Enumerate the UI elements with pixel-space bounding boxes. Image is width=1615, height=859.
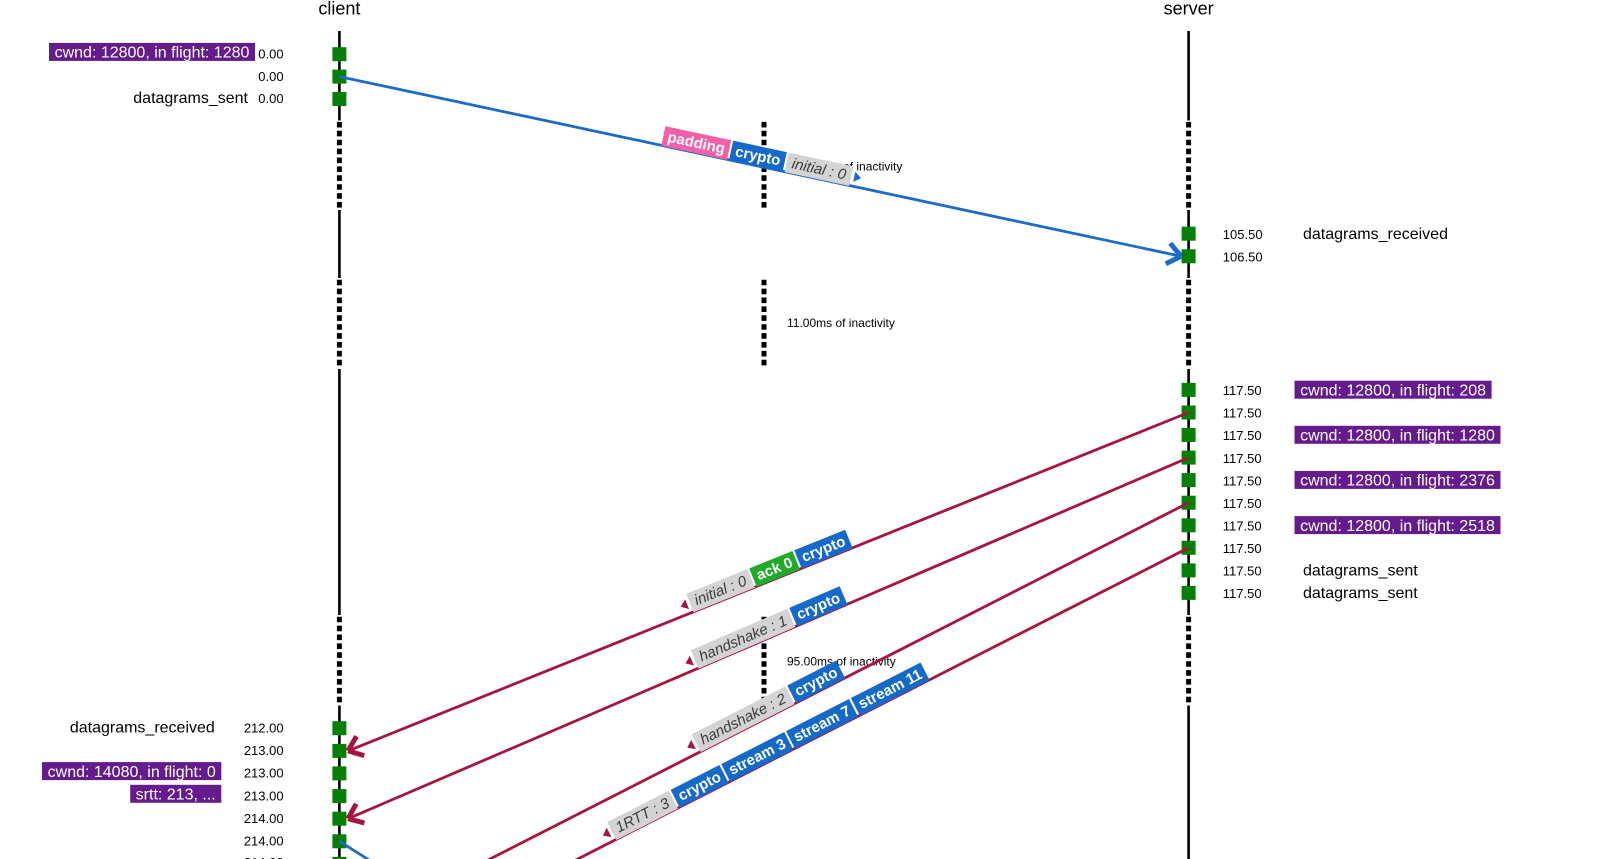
svg-text:117.50: 117.50 [1223,496,1262,511]
svg-text:srtt: 213, ...: srtt: 213, ... [136,787,216,804]
svg-text:0.00: 0.00 [258,69,283,84]
svg-text:213.00: 213.00 [244,766,284,781]
svg-text:214.00: 214.00 [244,811,284,826]
svg-text:server: server [1164,0,1214,18]
svg-text:117.50: 117.50 [1223,586,1262,601]
svg-text:117.50: 117.50 [1223,428,1262,443]
svg-text:105.50: 105.50 [1223,227,1263,242]
svg-text:cwnd: 14080, in flight: 0: cwnd: 14080, in flight: 0 [48,764,216,781]
svg-text:117.50: 117.50 [1223,519,1262,534]
svg-text:datagrams_sent: datagrams_sent [1303,585,1418,602]
svg-text:cwnd: 12800, in flight: 2518: cwnd: 12800, in flight: 2518 [1300,518,1495,535]
svg-text:client: client [318,0,360,18]
svg-text:212.00: 212.00 [244,720,284,735]
svg-text:117.50: 117.50 [1223,564,1262,579]
svg-text:0.00: 0.00 [258,91,283,106]
svg-text:0.00: 0.00 [258,46,283,61]
svg-text:117.50: 117.50 [1223,541,1262,556]
svg-text:106.50: 106.50 [1223,250,1263,265]
svg-text:117.50: 117.50 [1223,383,1262,398]
svg-text:214.00: 214.00 [244,855,284,859]
svg-text:213.00: 213.00 [244,743,284,758]
svg-text:datagrams_received: datagrams_received [1303,226,1448,243]
svg-text:cwnd: 12800, in flight: 208: cwnd: 12800, in flight: 208 [1300,382,1486,399]
svg-text:datagrams_sent: datagrams_sent [1303,563,1418,580]
svg-text:cwnd: 12800, in flight: 1280: cwnd: 12800, in flight: 1280 [55,45,250,62]
svg-text:117.50: 117.50 [1223,451,1262,466]
svg-text:213.00: 213.00 [244,788,284,803]
svg-text:214.00: 214.00 [244,834,284,849]
svg-text:cwnd: 12800, in flight: 2376: cwnd: 12800, in flight: 2376 [1300,473,1495,490]
svg-text:datagrams_sent: datagrams_sent [133,90,248,107]
svg-text:11.00ms of inactivity: 11.00ms of inactivity [787,316,895,330]
svg-text:cwnd: 12800, in flight: 1280: cwnd: 12800, in flight: 1280 [1300,428,1495,445]
svg-text:117.50: 117.50 [1223,406,1262,421]
svg-text:117.50: 117.50 [1223,473,1262,488]
svg-text:datagrams_received: datagrams_received [70,719,215,736]
